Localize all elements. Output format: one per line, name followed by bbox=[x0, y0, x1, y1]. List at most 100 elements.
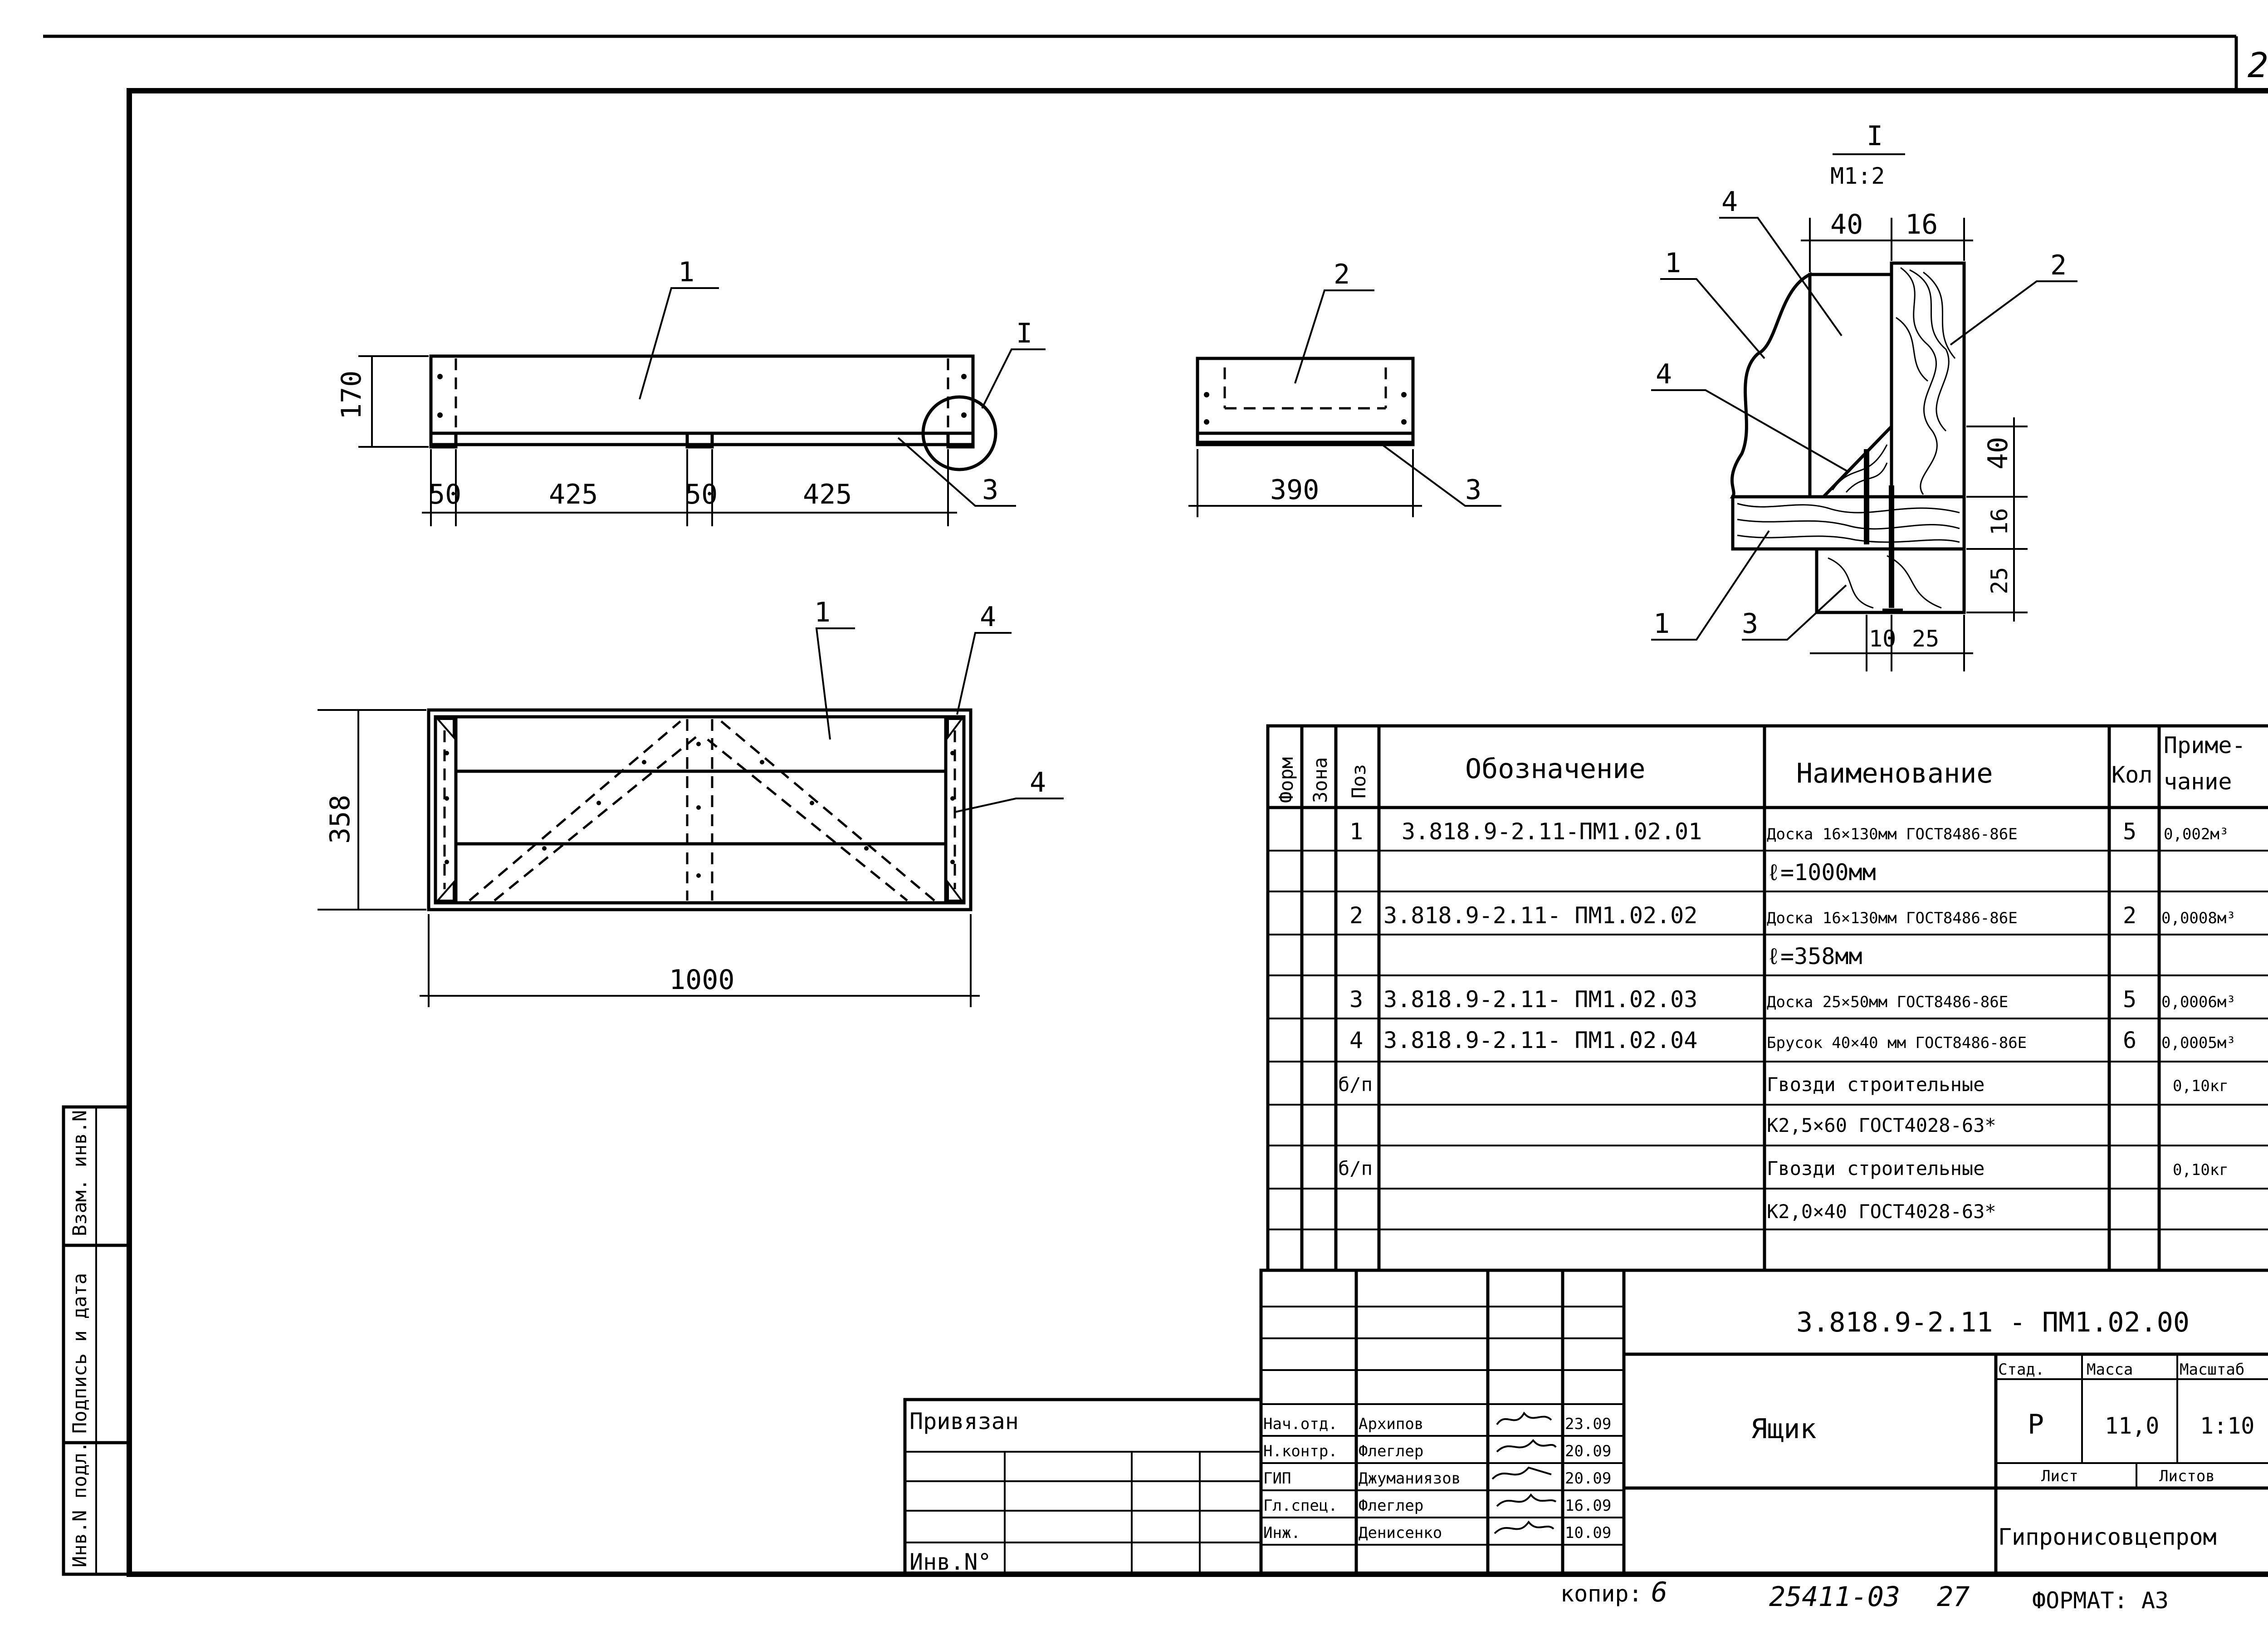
detail-leader-bar-left: 4 bbox=[1656, 358, 1672, 390]
spec-row: К2,5×60 ГОСТ4028-63* bbox=[1767, 1114, 1996, 1136]
detail-dim-right-1: 16 bbox=[1986, 508, 2013, 535]
sheet-format: ФОРМАТ: А3 bbox=[2032, 1587, 2169, 1614]
archive-number: 25411-03 bbox=[1769, 1581, 1900, 1613]
spec-row-pos: 2 bbox=[1349, 902, 1363, 929]
plan-dim-depth: 358 bbox=[324, 795, 356, 844]
spec-row: б/п Гвозди строительные 0,10кг bbox=[1338, 1157, 2229, 1180]
privyazan-label: Привязан bbox=[909, 1408, 1019, 1434]
plan-dim-length: 1000 bbox=[669, 964, 735, 996]
detail-dim-right-2: 25 bbox=[1986, 567, 2013, 594]
spec-header-note-1: Приме- bbox=[2164, 732, 2246, 759]
spec-header-note-2: чание bbox=[2164, 769, 2232, 795]
footer: копир: 6 25411-03 27 ФОРМАТ: А3 bbox=[1560, 1576, 2169, 1614]
spec-row-note: 0,0008м³ bbox=[2161, 909, 2236, 927]
spec-row: 3 3.818.9-2.11- ПМ1.02.03 Доска 25×50мм … bbox=[1349, 986, 2236, 1013]
front-dim-height: 170 bbox=[336, 371, 367, 420]
front-leader-slat: 3 bbox=[982, 474, 998, 506]
spec-row-designation: 3.818.9-2.11- ПМ1.02.03 bbox=[1383, 986, 1697, 1013]
spec-header-zone: Зона bbox=[1309, 757, 1331, 803]
spec-header-designation: Обозначение bbox=[1465, 753, 1645, 785]
spec-header-pos: Поз bbox=[1348, 764, 1370, 798]
front-dim-1: 425 bbox=[549, 479, 598, 510]
title-block: 3.818.9-2.11 - ПМ1.02.00 Ящик Стад. Масс… bbox=[1259, 1268, 2268, 1576]
spec-row-name: Гвозди строительные bbox=[1767, 1157, 1984, 1180]
spec-row-designation: 3.818.9-2.11- ПМ1.02.02 bbox=[1383, 902, 1697, 929]
spec-row-note: 0,10кг bbox=[2173, 1161, 2229, 1179]
title-header-scale: Масштаб bbox=[2180, 1361, 2244, 1379]
front-dim-2: 50 bbox=[685, 479, 718, 510]
signature-role: ГИП bbox=[1263, 1469, 1291, 1488]
signature-name: Денисенко bbox=[1359, 1524, 1442, 1542]
side-view: 2 3 390 bbox=[1188, 259, 1501, 517]
detail-dim-top-0: 40 bbox=[1830, 209, 1863, 240]
spec-row: 2 3.818.9-2.11- ПМ1.02.02 Доска 16×130мм… bbox=[1349, 902, 2236, 929]
detail-leader-slat: 3 bbox=[1742, 608, 1758, 640]
detail-title: I bbox=[1867, 120, 1883, 152]
detail-view: I М1:2 40 16 bbox=[1651, 120, 2077, 671]
plan-leader-bar: 4 bbox=[980, 601, 996, 633]
signature-row: Н.контр. Флеглер 20.09 bbox=[1263, 1442, 1611, 1460]
spec-row-name: К2,0×40 ГОСТ4028-63* bbox=[1767, 1200, 1996, 1223]
archive-suffix: 27 bbox=[1937, 1581, 1970, 1613]
signature-date: 10.09 bbox=[1565, 1524, 1611, 1542]
side-label-inv-podl: Инв.N подл. bbox=[68, 1441, 91, 1567]
detail-leader-board-c: 1 bbox=[1653, 608, 1670, 640]
side-label-vzam-inv: Взам. инв.N bbox=[68, 1110, 91, 1236]
detail-leader-board-a: 1 bbox=[1665, 247, 1681, 279]
spec-row: ℓ=358мм bbox=[1767, 943, 1862, 969]
plan-view: 1 4 4 358 1000 bbox=[318, 597, 1064, 1007]
front-dim-0: 50 bbox=[429, 479, 461, 510]
side-strip: Инв.N подл. Подпись и дата Взам. инв.N bbox=[62, 1105, 131, 1576]
signature-role: Гл.спец. bbox=[1263, 1497, 1338, 1515]
spec-row-name: Доска 25×50мм ГОСТ8486-86Е bbox=[1767, 993, 2008, 1011]
spec-row: 1 3.818.9-2.11-ПМ1.02.01 Доска 16×130мм … bbox=[1349, 818, 2229, 845]
spec-row-note: 0,0006м³ bbox=[2161, 993, 2236, 1011]
detail-dim-top-1: 16 bbox=[1905, 209, 1938, 240]
detail-leader-board-b: 2 bbox=[2050, 250, 2067, 281]
detail-leader-bar-top: 4 bbox=[1721, 186, 1738, 218]
spec-row: ℓ=1000мм bbox=[1767, 859, 1876, 886]
spec-row-name: Доска 16×130мм ГОСТ8486-86Е bbox=[1767, 825, 2018, 843]
plan-leader-board: 1 bbox=[814, 597, 831, 628]
spec-row-pos: 1 bbox=[1349, 818, 1363, 845]
spec-table: Форм Зона Поз Обозначение Наименование К… bbox=[1266, 724, 2268, 1272]
signature-date: 20.09 bbox=[1565, 1469, 1611, 1488]
copy-label: копир: bbox=[1560, 1581, 1642, 1607]
signature-date: 23.09 bbox=[1565, 1415, 1611, 1433]
detail-dim-right-0: 40 bbox=[1982, 437, 2014, 470]
title-item-name: Ящик bbox=[1751, 1413, 1817, 1445]
sheet-frame: 26 bbox=[43, 34, 2268, 1577]
title-mass: 11,0 bbox=[2105, 1413, 2159, 1439]
spec-row-pos: 4 bbox=[1349, 1027, 1363, 1053]
signature-name: Флеглер bbox=[1359, 1442, 1423, 1460]
spec-header-qty: Кол bbox=[2112, 762, 2152, 788]
spec-row-note: 0,10кг bbox=[2173, 1077, 2229, 1095]
side-leader-board: 2 bbox=[1334, 259, 1350, 290]
privyazan-block: Привязан Инв.N° bbox=[903, 1398, 1263, 1576]
title-org: Гипронисовцепром bbox=[1998, 1524, 2217, 1550]
signature-date: 20.09 bbox=[1565, 1442, 1611, 1460]
spec-row-note: 0,002м³ bbox=[2164, 825, 2229, 843]
spec-row-name: ℓ=1000мм bbox=[1767, 859, 1876, 886]
spec-row: б/п Гвозди строительные 0,10кг bbox=[1338, 1073, 2229, 1096]
spec-header-format: Форм bbox=[1275, 757, 1297, 803]
front-leader-detail: I bbox=[1016, 318, 1032, 349]
detail-scale: М1:2 bbox=[1830, 163, 1885, 189]
signature-row: ГИП Джуманиязов 20.09 bbox=[1263, 1469, 1611, 1488]
signature-row: Гл.спец. Флеглер 16.09 bbox=[1263, 1497, 1611, 1515]
signature-role: Н.контр. bbox=[1263, 1442, 1338, 1460]
side-label-signature-date: Подпись и дата bbox=[68, 1273, 91, 1434]
signature-role: Нач.отд. bbox=[1263, 1415, 1338, 1433]
spec-row-name: Гвозди строительные bbox=[1767, 1073, 1984, 1096]
plan-leader-bar-right: 4 bbox=[1030, 767, 1046, 798]
title-doc-code: 3.818.9-2.11 - ПМ1.02.00 bbox=[1796, 1307, 2190, 1338]
signature-row: Инж. Денисенко 10.09 bbox=[1263, 1524, 1611, 1542]
signature-name: Архипов bbox=[1359, 1415, 1423, 1433]
sheet-number: 26 bbox=[2248, 45, 2268, 85]
spec-row-designation: 3.818.9-2.11-ПМ1.02.01 bbox=[1402, 818, 1702, 845]
spec-row-name: Доска 16×130мм ГОСТ8486-86Е bbox=[1767, 909, 2018, 927]
signature-role: Инж. bbox=[1263, 1524, 1300, 1542]
title-header-mass: Масса bbox=[2087, 1361, 2133, 1379]
signature-name: Флеглер bbox=[1359, 1497, 1423, 1515]
